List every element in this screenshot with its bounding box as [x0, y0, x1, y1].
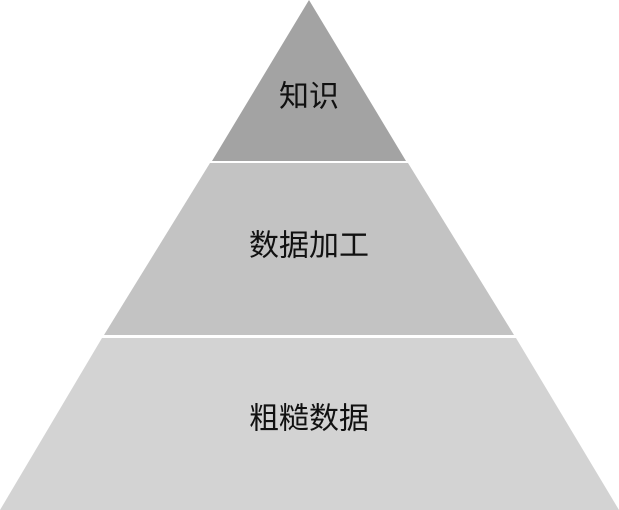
tier-label-bottom: 粗糙数据 [249, 402, 369, 437]
pyramid-tier-top [212, 0, 406, 161]
pyramid-tier-middle [104, 163, 514, 335]
pyramid-tier-bottom [0, 338, 619, 510]
tier-label-top: 知识 [279, 80, 339, 115]
tier-label-middle: 数据加工 [249, 229, 369, 264]
